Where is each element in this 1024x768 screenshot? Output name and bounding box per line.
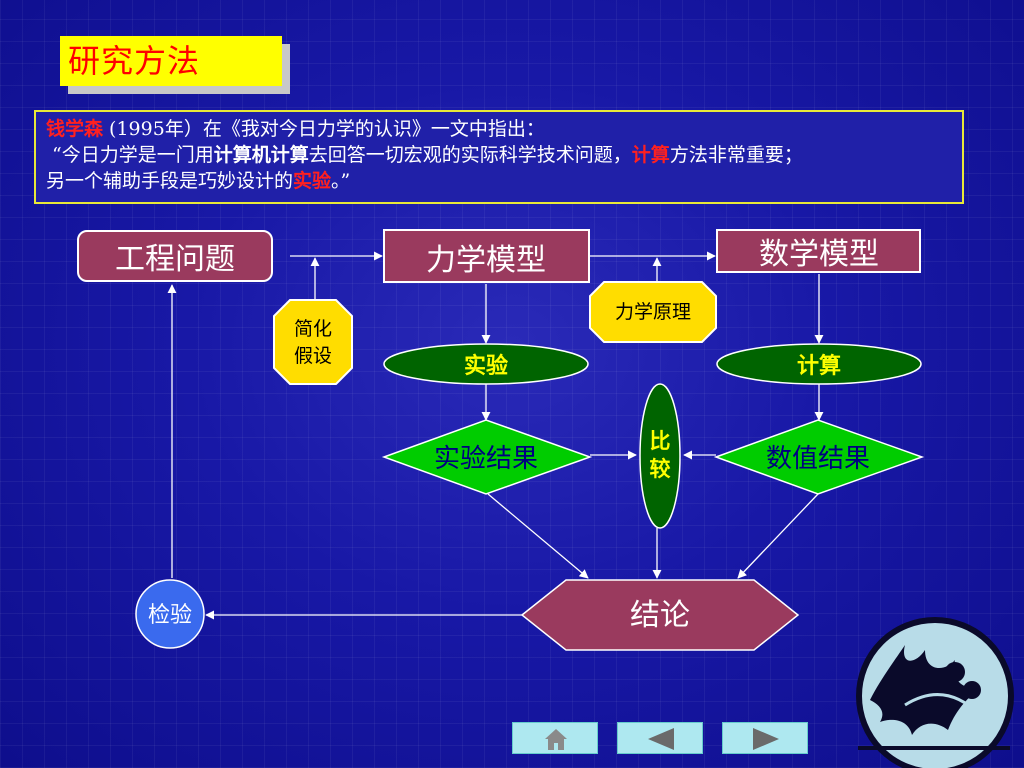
node-compare: 比 较 xyxy=(640,384,680,528)
prev-button[interactable] xyxy=(617,722,703,754)
node-compute: 计算 xyxy=(717,344,921,384)
node-conclusion-label: 结论 xyxy=(630,598,690,633)
node-mechanics-label: 力学模型 xyxy=(426,243,546,278)
node-compare-shape xyxy=(640,384,680,528)
node-compare-label-2: 较 xyxy=(650,457,671,481)
arrow-num-to-conclusion xyxy=(738,494,818,578)
prev-icon xyxy=(618,723,704,755)
holly-berry-icon xyxy=(963,681,981,699)
next-icon xyxy=(723,723,809,755)
node-principle-label: 力学原理 xyxy=(615,301,691,323)
node-engineering: 工程问题 xyxy=(78,231,272,281)
node-simplify-shape xyxy=(274,300,352,384)
node-simplify-label-2: 假设 xyxy=(294,345,332,367)
node-verify: 检验 xyxy=(136,580,204,648)
home-icon xyxy=(513,723,599,755)
node-exp-result: 实验结果 xyxy=(384,420,590,494)
node-simplify: 简化 假设 xyxy=(274,300,352,384)
node-mechanics-model: 力学模型 xyxy=(384,230,589,282)
arrow-exp-to-conclusion xyxy=(488,494,588,578)
node-principle: 力学原理 xyxy=(590,282,716,342)
node-compare-label-1: 比 xyxy=(650,429,671,453)
node-engineering-label: 工程问题 xyxy=(115,242,235,277)
node-math-label: 数学模型 xyxy=(759,237,879,272)
next-button[interactable] xyxy=(722,722,808,754)
node-experiment-label: 实验 xyxy=(464,353,508,379)
node-num-result: 数值结果 xyxy=(716,420,922,494)
home-button[interactable] xyxy=(512,722,598,754)
holly-logo xyxy=(858,620,1011,768)
node-simplify-label-1: 简化 xyxy=(294,318,332,340)
node-experiment: 实验 xyxy=(384,344,588,384)
node-math-model: 数学模型 xyxy=(717,230,920,272)
node-verify-label: 检验 xyxy=(148,603,192,628)
node-conclusion: 结论 xyxy=(522,580,798,650)
node-compute-label: 计算 xyxy=(797,353,841,379)
node-num-result-label: 数值结果 xyxy=(766,444,870,474)
node-exp-result-label: 实验结果 xyxy=(434,444,538,474)
holly-berry-icon xyxy=(945,662,965,682)
